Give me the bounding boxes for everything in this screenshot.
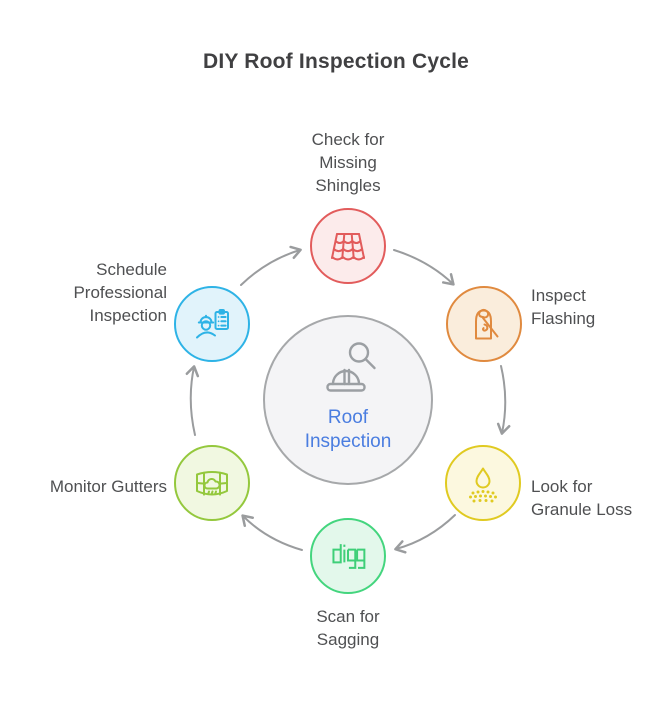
granule-droplet-icon: [469, 467, 497, 503]
label-schedule-professional: Schedule Professional Inspection: [73, 260, 167, 325]
node-schedule-professional: [174, 286, 250, 362]
center-circle: Roof Inspection: [263, 315, 433, 485]
node-monitor-gutters: [174, 445, 250, 521]
arrow-sagging-to-gutters: [241, 514, 303, 551]
node-scan-sagging: [310, 518, 386, 594]
arrow-shingles-to-flashing: [393, 249, 455, 286]
label-scan-sagging: Scan for Sagging: [316, 607, 380, 649]
flashing-trowel-icon: [475, 308, 499, 340]
digg-logo-icon: [332, 544, 366, 569]
node-inspect-flashing: [446, 286, 522, 362]
arrow-granule-to-sagging: [394, 514, 456, 554]
worker-checklist-icon: [196, 309, 229, 339]
label-check-shingles: Check for Missing Shingles: [311, 130, 385, 195]
node-check-shingles: [310, 208, 386, 284]
gutter-rain-icon: [196, 471, 228, 496]
roof-tiles-icon: [331, 233, 365, 261]
label-monitor-gutters: Monitor Gutters: [49, 477, 167, 496]
arrow-gutters-to-schedule: [185, 365, 200, 436]
page-title: DIY Roof Inspection Cycle: [203, 50, 469, 73]
label-inspect-flashing: Inspect Flashing: [531, 286, 596, 328]
arrow-flashing-to-granule: [496, 365, 511, 435]
roof-inspection-label: Roof Inspection: [304, 407, 392, 452]
arrow-schedule-to-shingles: [240, 245, 302, 286]
node-granule-loss: [445, 445, 521, 521]
label-granule-loss: Look for Granule Loss: [531, 477, 633, 519]
helmet-magnifier-icon: [326, 342, 376, 392]
